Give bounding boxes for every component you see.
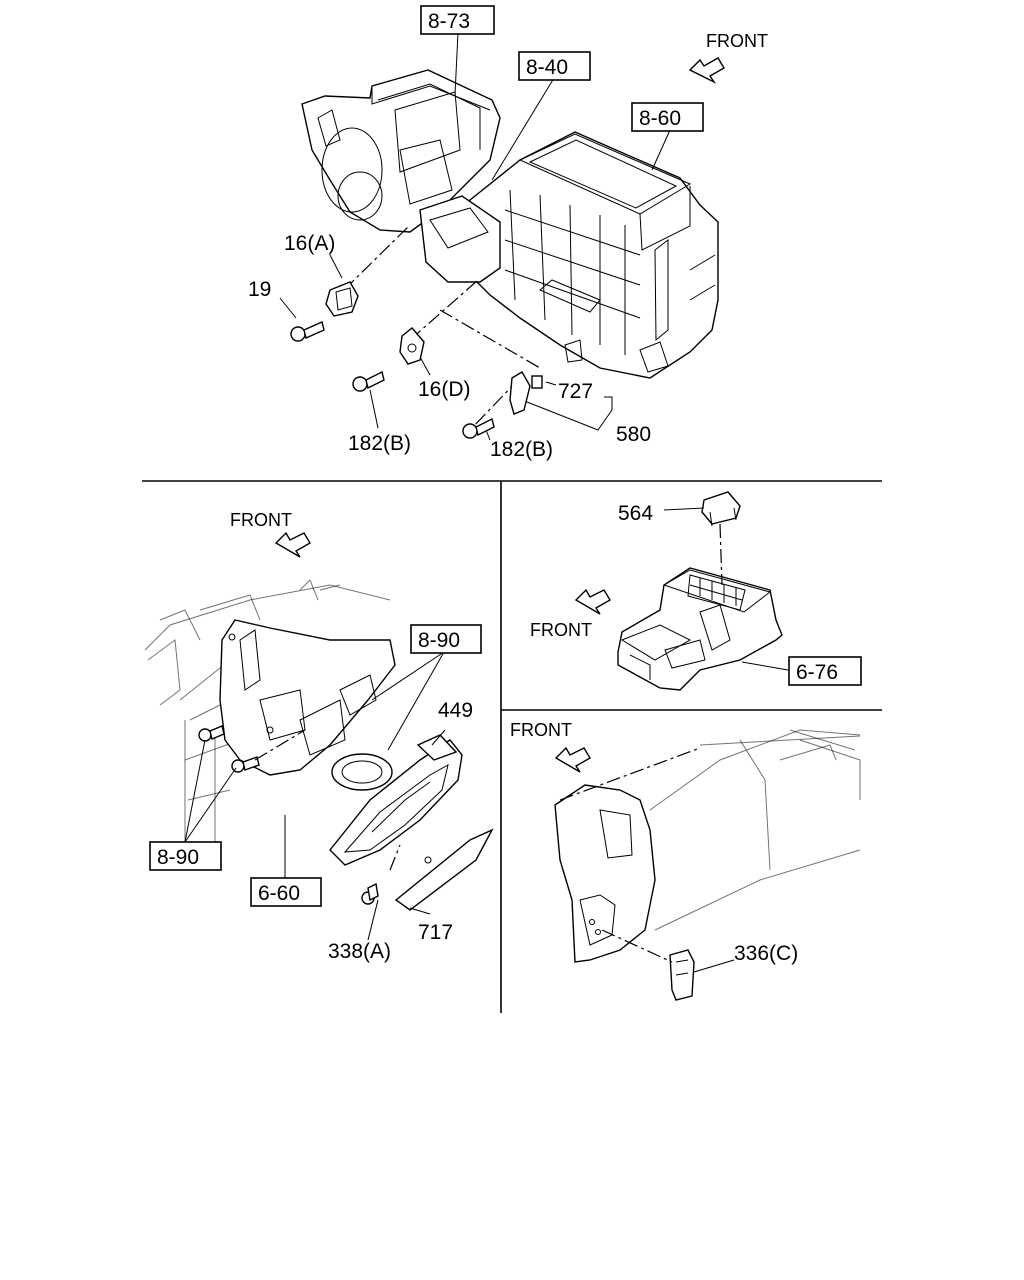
top-leader-lines <box>279 31 671 441</box>
bracket-16d <box>399 327 425 365</box>
front-arrow-icon <box>688 57 725 84</box>
bolt-182b-2 <box>462 417 495 439</box>
part-717-label: 717 <box>418 921 453 944</box>
front-label-bottom: FRONT <box>510 720 572 740</box>
front-label-top: FRONT <box>706 31 768 51</box>
ref-box-6-60[interactable]: 6-60 <box>250 877 322 907</box>
ref-box-8-90-a[interactable]: 8-90 <box>410 624 482 654</box>
bolt-19 <box>290 321 325 342</box>
ref-box-8-60[interactable]: 8-60 <box>631 102 704 132</box>
hvac-unit-assembly <box>301 69 719 379</box>
ref-6-76-label: 6-76 <box>796 661 838 684</box>
front-arrow-icon-right <box>574 588 611 615</box>
part-727-label: 727 <box>558 380 593 403</box>
part-580-label: 580 <box>616 423 651 446</box>
bracket-16a <box>325 281 359 317</box>
ref-box-8-40[interactable]: 8-40 <box>518 51 591 81</box>
ref-box-8-90-b[interactable]: 8-90 <box>149 841 222 871</box>
part-182b-label-2: 182(B) <box>490 438 553 461</box>
panel-dividers <box>142 480 882 1013</box>
ip-end-leaders <box>601 929 735 973</box>
part-16d-label: 16(D) <box>418 378 471 401</box>
part-19-label: 19 <box>248 278 271 301</box>
front-arrow-icon-left <box>274 531 311 558</box>
bottom-left-leaders <box>184 651 446 941</box>
ref-6-60-label: 6-60 <box>258 882 300 905</box>
bolt-182b-1 <box>352 370 385 392</box>
instrument-panel-end <box>554 729 861 1001</box>
part-449-label: 449 <box>438 699 473 722</box>
ref-8-60-label: 8-60 <box>639 107 681 130</box>
ref-8-73-label: 8-73 <box>428 10 470 33</box>
ref-box-8-73[interactable]: 8-73 <box>420 5 495 35</box>
ref-8-90-a-label: 8-90 <box>418 629 460 652</box>
console-leaders <box>663 507 789 671</box>
part-182b-label-1: 182(B) <box>348 432 411 455</box>
center-console <box>617 491 783 691</box>
part-564-label: 564 <box>618 502 653 525</box>
part-338a-label: 338(A) <box>328 940 391 963</box>
dashboard-lower-left <box>144 579 494 911</box>
front-label-left: FRONT <box>230 510 292 530</box>
part-336c-label: 336(C) <box>734 942 798 965</box>
clip-727 <box>509 371 543 415</box>
front-label-right: FRONT <box>530 620 592 640</box>
ref-8-90-b-label: 8-90 <box>157 846 199 869</box>
ref-8-40-label: 8-40 <box>526 56 568 79</box>
part-16a-label: 16(A) <box>284 232 335 255</box>
ref-box-6-76[interactable]: 6-76 <box>788 656 862 686</box>
front-arrow-icon-bottom <box>554 746 591 773</box>
